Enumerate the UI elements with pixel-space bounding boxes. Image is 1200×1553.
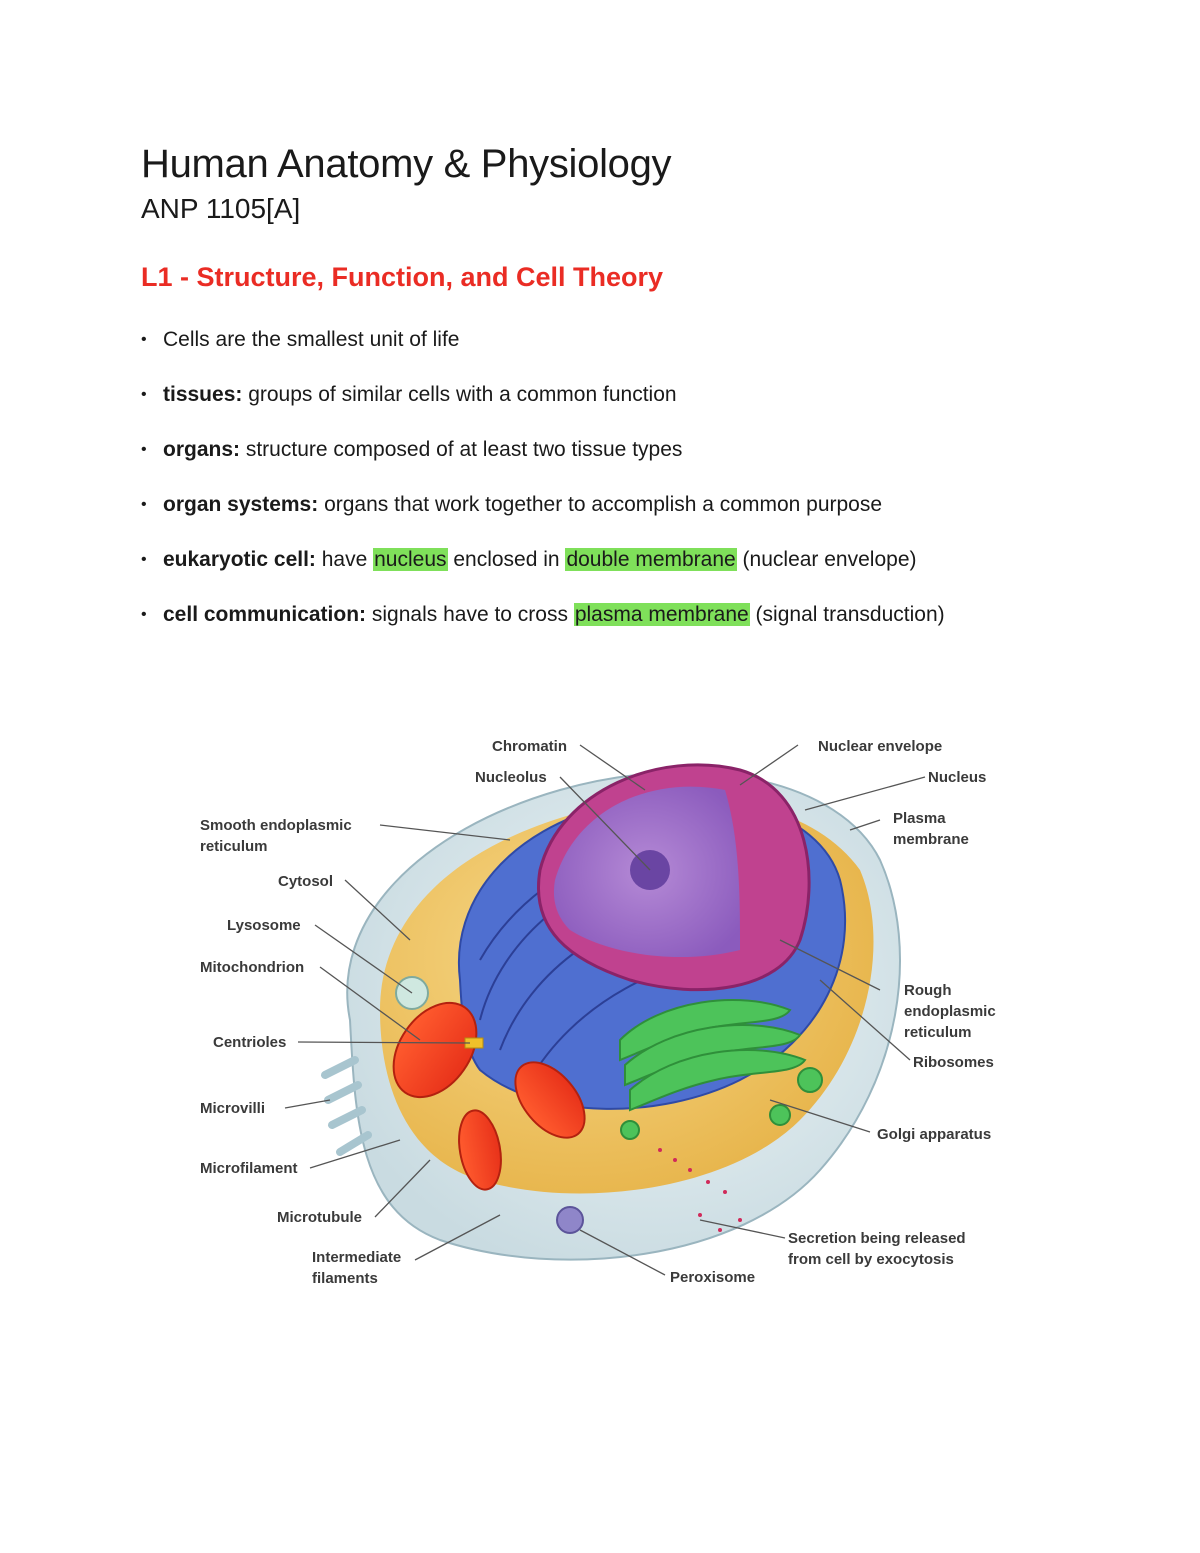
notes-list: Cells are the smallest unit of life tiss… bbox=[141, 320, 1141, 650]
note-item: cell communication: signals have to cros… bbox=[141, 595, 1141, 650]
highlight-plasma-membrane: plasma membrane bbox=[573, 603, 750, 626]
note-text: signals have to cross bbox=[366, 603, 574, 626]
note-item: Cells are the smallest unit of life bbox=[141, 320, 1141, 375]
label-chromatin: Chromatin bbox=[492, 738, 567, 755]
note-term: cell communication: bbox=[163, 603, 367, 626]
microvilli-shape bbox=[321, 1056, 372, 1156]
document-title: Human Anatomy & Physiology bbox=[141, 142, 672, 186]
course-code: ANP 1105[A] bbox=[141, 193, 301, 224]
label-golgi: Golgi apparatus bbox=[877, 1126, 991, 1143]
label-ribosomes: Ribosomes bbox=[913, 1054, 994, 1071]
note-item: tissues: groups of similar cells with a … bbox=[141, 375, 1141, 430]
label-smooth-er-2: reticulum bbox=[200, 838, 268, 855]
label-nucleolus: Nucleolus bbox=[475, 769, 547, 786]
lecture-heading: L1 - Structure, Function, and Cell Theor… bbox=[141, 262, 664, 292]
animal-cell-diagram: Chromatin Nucleolus Nuclear envelope Nuc… bbox=[200, 738, 996, 1287]
note-item: eukaryotic cell: have nucleus enclosed i… bbox=[141, 540, 1141, 595]
label-nuclear-envelope: Nuclear envelope bbox=[818, 738, 942, 755]
label-nucleus: Nucleus bbox=[928, 769, 986, 786]
label-microtubule: Microtubule bbox=[277, 1209, 362, 1226]
label-rough-er-2: endoplasmic bbox=[904, 1003, 996, 1020]
peroxisome-shape bbox=[556, 1206, 584, 1234]
label-centrioles: Centrioles bbox=[213, 1034, 286, 1051]
note-term: organ systems: bbox=[163, 493, 319, 516]
highlight-nucleus: nucleus bbox=[373, 548, 448, 571]
mitochondrion-shape bbox=[514, 1061, 586, 1139]
label-microvilli: Microvilli bbox=[200, 1100, 265, 1117]
note-text: organs that work together to accomplish … bbox=[318, 493, 883, 516]
label-intermediate-filaments-2: filaments bbox=[312, 1270, 378, 1287]
golgi-shape bbox=[619, 999, 823, 1140]
label-smooth-er: Smooth endoplasmic bbox=[200, 817, 352, 834]
note-text: groups of similar cells with a common fu… bbox=[242, 383, 677, 406]
note-term: organs: bbox=[163, 438, 241, 461]
secretion-dots bbox=[658, 1148, 742, 1232]
note-item: organs: structure composed of at least t… bbox=[141, 430, 1141, 485]
note-text: enclosed in bbox=[447, 548, 566, 571]
label-microfilament: Microfilament bbox=[200, 1160, 298, 1177]
note-text: have bbox=[315, 548, 374, 571]
label-lysosome: Lysosome bbox=[227, 917, 301, 934]
label-mitochondrion: Mitochondrion bbox=[200, 959, 304, 976]
label-plasma-membrane-2: membrane bbox=[893, 831, 969, 848]
label-secretion: Secretion being released bbox=[788, 1230, 966, 1247]
note-term: tissues: bbox=[163, 383, 243, 406]
label-intermediate-filaments: Intermediate bbox=[312, 1249, 401, 1266]
mitochondrion-shape bbox=[458, 1109, 502, 1191]
label-rough-er-3: reticulum bbox=[904, 1024, 972, 1041]
label-rough-er: Rough bbox=[904, 982, 951, 999]
leader-lines bbox=[284, 744, 926, 1276]
note-text: Cells are the smallest unit of life bbox=[163, 328, 460, 351]
label-secretion-2: from cell by exocytosis bbox=[788, 1251, 954, 1268]
note-text: (signal transduction) bbox=[749, 603, 945, 626]
label-plasma-membrane: Plasma bbox=[893, 810, 946, 827]
note-text: (nuclear envelope) bbox=[736, 548, 917, 571]
note-text: structure composed of at least two tissu… bbox=[240, 438, 683, 461]
note-item: organ systems: organs that work together… bbox=[141, 485, 1141, 540]
note-term: eukaryotic cell: bbox=[163, 548, 316, 571]
label-cytosol: Cytosol bbox=[278, 873, 333, 890]
highlight-double-membrane: double membrane bbox=[565, 548, 737, 571]
label-peroxisome: Peroxisome bbox=[670, 1269, 755, 1286]
